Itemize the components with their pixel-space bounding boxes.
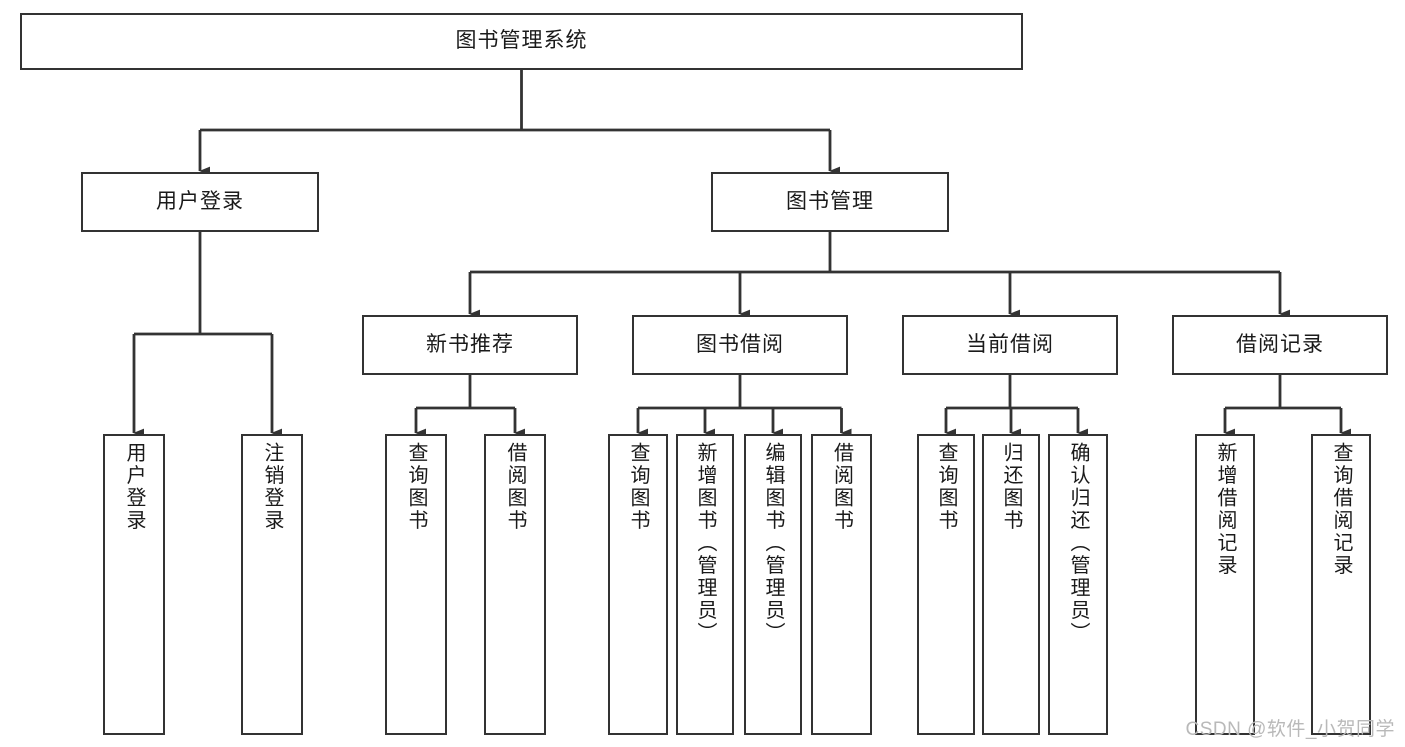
node-leaf-borrow-book-recommend[interactable]: 借阅图书 (484, 434, 546, 735)
node-user-login-label: 用户登录 (156, 189, 244, 213)
node-borrowing-records-label: 借阅记录 (1236, 332, 1324, 356)
node-leaf-query-borrow-record-label: 查询借阅记录 (1330, 442, 1352, 577)
node-borrowing-records[interactable]: 借阅记录 (1172, 315, 1388, 375)
node-book-borrowing[interactable]: 图书借阅 (632, 315, 848, 375)
node-leaf-confirm-return[interactable]: 确认归还（管理员） (1048, 434, 1108, 735)
node-leaf-query-book-recommend-label: 查询图书 (405, 442, 427, 532)
node-leaf-borrow-book-borrowing[interactable]: 借阅图书 (811, 434, 872, 735)
node-leaf-add-borrow-record[interactable]: 新增借阅记录 (1195, 434, 1255, 735)
node-leaf-edit-book-label: 编辑图书（管理员） (762, 442, 784, 645)
node-new-book-recommendation[interactable]: 新书推荐 (362, 315, 578, 375)
node-leaf-add-book[interactable]: 新增图书（管理员） (676, 434, 734, 735)
node-book-management-label: 图书管理 (786, 189, 874, 213)
node-leaf-query-book-current-label: 查询图书 (935, 442, 957, 532)
node-leaf-query-book-current[interactable]: 查询图书 (917, 434, 975, 735)
node-leaf-add-book-label: 新增图书（管理员） (694, 442, 716, 645)
node-user-login[interactable]: 用户登录 (81, 172, 319, 232)
node-book-borrowing-label: 图书借阅 (696, 332, 784, 356)
node-new-book-recommendation-label: 新书推荐 (426, 332, 514, 356)
node-leaf-user-login[interactable]: 用户登录 (103, 434, 165, 735)
node-leaf-borrow-book-recommend-label: 借阅图书 (504, 442, 526, 532)
node-leaf-confirm-return-label: 确认归还（管理员） (1067, 442, 1089, 645)
node-leaf-add-borrow-record-label: 新增借阅记录 (1214, 442, 1236, 577)
node-leaf-edit-book[interactable]: 编辑图书（管理员） (744, 434, 802, 735)
node-leaf-borrow-book-borrowing-label: 借阅图书 (830, 442, 853, 532)
node-current-borrowing[interactable]: 当前借阅 (902, 315, 1118, 375)
node-current-borrowing-label: 当前借阅 (966, 332, 1054, 356)
node-leaf-return-book[interactable]: 归还图书 (982, 434, 1040, 735)
node-leaf-logout[interactable]: 注销登录 (241, 434, 303, 735)
node-root[interactable]: 图书管理系统 (20, 13, 1023, 70)
node-leaf-query-book-borrowing[interactable]: 查询图书 (608, 434, 668, 735)
node-root-label: 图书管理系统 (455, 29, 588, 53)
node-leaf-query-book-recommend[interactable]: 查询图书 (385, 434, 447, 735)
node-leaf-return-book-label: 归还图书 (1000, 442, 1022, 532)
node-leaf-query-borrow-record[interactable]: 查询借阅记录 (1311, 434, 1371, 735)
node-book-management[interactable]: 图书管理 (711, 172, 949, 232)
node-leaf-logout-label: 注销登录 (261, 442, 283, 532)
node-leaf-user-login-label: 用户登录 (123, 442, 145, 532)
node-leaf-query-book-borrowing-label: 查询图书 (627, 442, 649, 532)
